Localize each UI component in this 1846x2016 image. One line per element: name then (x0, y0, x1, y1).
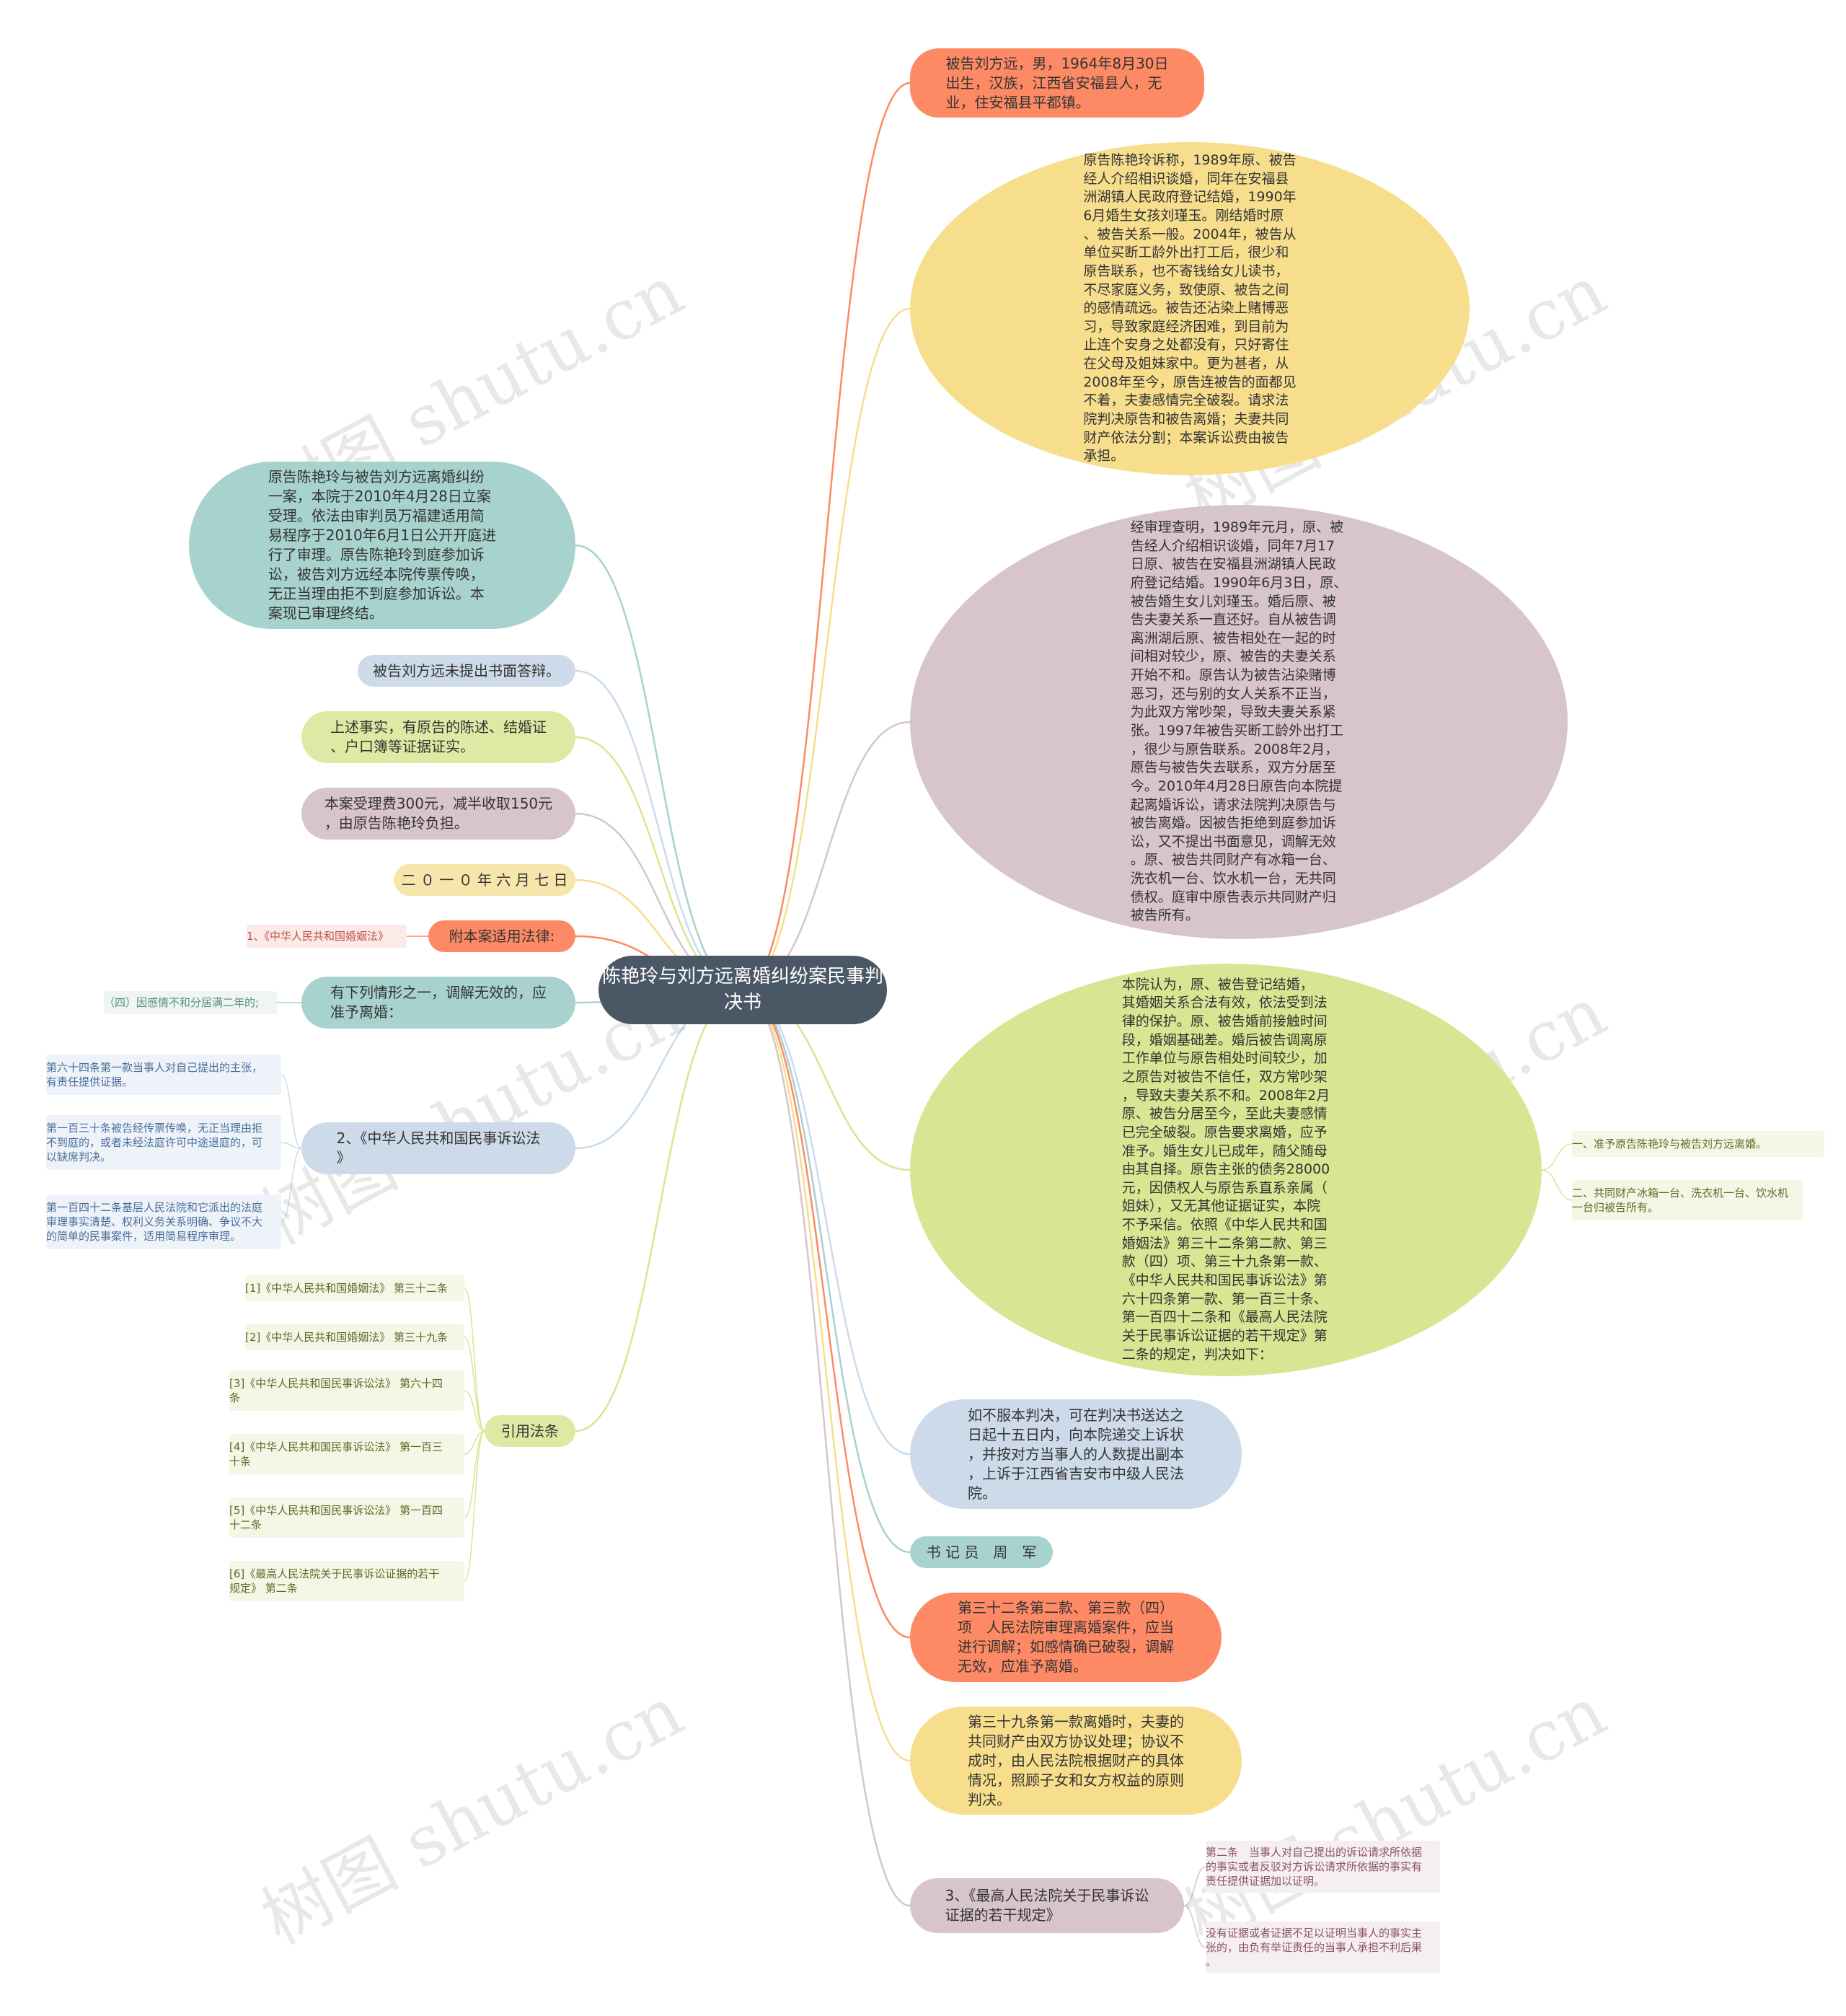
article-32-node[interactable]: 第三十二条第二款、第三款（四） 项 人民法院审理离婚案件，应当 进行调解；如感情… (910, 1593, 1222, 1682)
connector-line (575, 544, 743, 991)
connector-line (464, 1430, 485, 1518)
connector-line (464, 1287, 485, 1432)
connector-line (742, 307, 911, 991)
defendant-node[interactable]: 被告刘方远，男，1964年8月30日 出生，汉族，江西省安福县人，无 业，住安福… (910, 48, 1204, 118)
date-node[interactable]: 二 ０ 一 ０ 年 六 月 七 日 (394, 864, 575, 896)
civil-procedure-item[interactable]: 第一百四十二条基层人民法院和它派出的法庭 审理事实清楚、权利义务关系明确、争议不… (46, 1194, 281, 1249)
citation-item[interactable]: [2]《中华人民共和国婚姻法》 第三十九条 (245, 1324, 464, 1350)
no-defense-node[interactable]: 被告刘方远未提出书面答辩。 (358, 655, 575, 687)
connector-line (281, 1142, 302, 1149)
court-opinion-node[interactable]: 本院认为，原、被告登记结婚， 其婚姻关系合法有效，依法受到法 律的保护。原、被告… (910, 964, 1542, 1376)
mediation-node[interactable]: 有下列情形之一，调解无效的，应 准予离婚： (301, 977, 575, 1029)
civil-procedure-item[interactable]: 第六十四条第一款当事人对自己提出的主张， 有责任提供证据。 (46, 1055, 281, 1095)
plaintiff-claim-node[interactable]: 原告陈艳玲诉称，1989年原、被告 经人介绍相识谈婚，同年在安福县 洲湖镇人民政… (910, 142, 1470, 475)
mediation-leaf[interactable]: （四）因感情不和分居满二年的; (104, 991, 277, 1014)
civil-procedure-node[interactable]: 2、《中华人民共和国民事诉讼法 》 (301, 1122, 575, 1174)
root-topic[interactable]: 陈艳玲与刘方远离婚纠纷案民事判决书 (599, 956, 887, 1024)
citation-item[interactable]: [3]《中华人民共和国民事诉讼法》 第六十四 条 (229, 1370, 464, 1411)
judgment-item[interactable]: 一、准予原告陈艳玲与被告刘方远离婚。 (1572, 1131, 1824, 1157)
citation-item[interactable]: [1]《中华人民共和国婚姻法》 第三十二条 (245, 1275, 464, 1301)
case-intro-node[interactable]: 原告陈艳玲与被告刘方远离婚纠纷 一案，本院于2010年4月28日立案 受理。依法… (189, 462, 575, 629)
fee-node[interactable]: 本案受理费300元，减半收取150元 ，由原告陈艳玲负担。 (301, 788, 575, 840)
evidence-rule-node[interactable]: 3、《最高人民法院关于民事诉讼 证据的若干规定》 (910, 1878, 1184, 1933)
appeal-node[interactable]: 如不服本判决，可在判决书送达之 日起十五日内，向本院递交上诉状 ，并按对方当事人… (910, 1399, 1242, 1509)
appendix-leaf[interactable]: 1、《中华人民共和国婚姻法》 (247, 925, 407, 948)
facts-proof-node[interactable]: 上述事实，有原告的陈述、结婚证 、户口簿等证据证实。 (301, 711, 575, 763)
connector-line (1183, 1866, 1206, 1906)
clerk-node[interactable]: 书 记 员 周 军 (910, 1536, 1053, 1568)
connector-line (575, 988, 743, 1432)
connector-line (742, 988, 911, 1762)
civil-procedure-item[interactable]: 第一百三十条被告经传票传唤，无正当理由拒 不到庭的，或者未经法庭许可中途退庭的，… (46, 1115, 281, 1170)
connector-line (575, 669, 743, 991)
root-topic-label: 陈艳玲与刘方远离婚纠纷案民事判决书 (601, 966, 883, 1013)
appendix-node[interactable]: 附本案适用法律: (428, 920, 575, 952)
citation-item[interactable]: [6]《最高人民法院关于民事诉讼证据的若干 规定》 第二条 (229, 1561, 464, 1601)
citation-item[interactable]: [4]《中华人民共和国民事诉讼法》 第一百三 十条 (229, 1434, 464, 1474)
connector-line (1541, 1143, 1573, 1171)
connector-line (742, 988, 911, 1554)
connector-line (464, 1390, 485, 1432)
connector-line (742, 82, 911, 991)
connector-line (464, 1430, 485, 1455)
connector-line (1541, 1169, 1573, 1201)
connector-line (575, 736, 743, 991)
connector-line (742, 988, 911, 1456)
connector-line (742, 721, 911, 991)
judgment-item[interactable]: 二、共同财产冰箱一台、洗衣机一台、饮水机 一台归被告所有。 (1572, 1180, 1803, 1220)
connector-line (281, 1148, 302, 1223)
connector-line (464, 1430, 485, 1582)
connector-line (742, 988, 911, 1907)
connector-line (464, 1337, 485, 1432)
citation-item[interactable]: [5]《中华人民共和国民事诉讼法》 第一百四 十二条 (229, 1497, 464, 1538)
connector-line (742, 988, 911, 1639)
connector-line (281, 1074, 302, 1149)
article-39-node[interactable]: 第三十九条第一款离婚时，夫妻的 共同财产由双方协议处理；协议不 成时，由人民法院… (910, 1707, 1242, 1815)
citations-node[interactable]: 引用法条 (485, 1415, 575, 1447)
findings-node[interactable]: 经审理查明，1989年元月，原、被 告经人介绍相识谈婚，同年7月17 日原、被告… (910, 505, 1568, 939)
evidence-item[interactable]: 没有证据或者证据不足以证明当事人的事实主 张的，由负有举证责任的当事人承担不利后… (1206, 1922, 1440, 1973)
connector-line (1183, 1905, 1206, 1948)
evidence-item[interactable]: 第二条 当事人对自己提出的诉讼请求所依据 的事实或者反驳对方诉讼请求所依据的事实… (1206, 1841, 1440, 1893)
